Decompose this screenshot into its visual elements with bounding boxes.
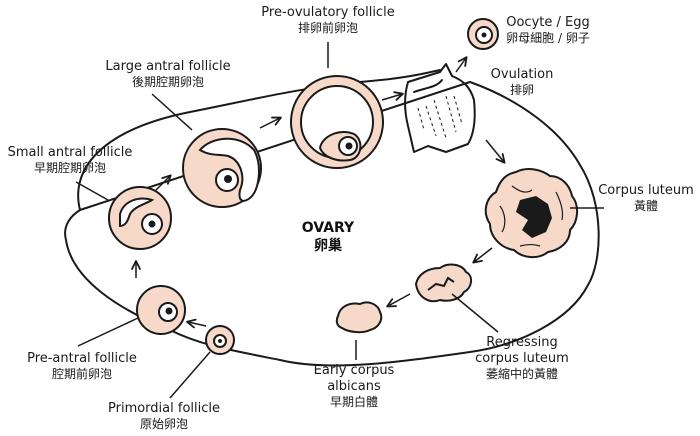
label-oocyte-cn: 卵母細胞 / 卵子 xyxy=(506,31,590,45)
arrow-largeantral-to-preovulatory xyxy=(259,116,282,129)
primordial-follicle xyxy=(205,325,235,355)
ovary-title-cn: 卵巢 xyxy=(314,237,343,254)
label-pre-ovulatory-cn: 排卵前卵泡 xyxy=(298,20,358,35)
label-ovulation-cn: 排卵 xyxy=(510,83,534,97)
leader-lines xyxy=(75,42,604,399)
progression-arrows xyxy=(131,56,506,329)
label-large-antral-cn: 後期腔期卵泡 xyxy=(132,74,204,89)
label-large-antral-en: Large antral follicle xyxy=(105,59,230,74)
label-regressing-en1: Regressing xyxy=(486,335,557,350)
label-corpus-luteum-cn: 黃體 xyxy=(634,199,658,213)
large-antral-follicle xyxy=(182,128,262,208)
label-small-antral-en: Small antral follicle xyxy=(8,145,133,160)
regressing-corpus-luteum xyxy=(414,263,472,303)
label-pre-ovulatory-en: Pre-ovulatory follicle xyxy=(261,5,394,20)
arrow-corpusluteum-to-regressing xyxy=(472,247,493,264)
oocyte-egg xyxy=(467,18,499,50)
arrow-regressing-to-albicans xyxy=(386,293,411,308)
label-small-antral-cn: 早期腔期卵泡 xyxy=(34,160,106,175)
small-antral-follicle xyxy=(108,186,172,250)
label-corpus-luteum-en: Corpus luteum xyxy=(598,183,694,198)
arrow-preovulatory-to-ovulation xyxy=(381,91,404,101)
ovulation-rupture xyxy=(404,63,476,153)
label-pre-antral-cn: 腔期前卵泡 xyxy=(52,366,112,381)
arrow-primordial-to-preantral xyxy=(186,318,207,329)
ovary-outline xyxy=(64,69,600,367)
label-primordial-cn: 原始卵泡 xyxy=(140,417,188,431)
ovary-title-en: OVARY xyxy=(302,220,355,236)
label-regressing-en2: corpus luteum xyxy=(475,351,569,366)
corpus-luteum xyxy=(484,168,578,258)
arrow-ovulation-to-oocyte xyxy=(455,56,468,73)
label-early-albicans-cn: 早期白體 xyxy=(330,394,378,409)
early-corpus-albicans xyxy=(335,301,383,334)
label-oocyte-en: Oocyte / Egg xyxy=(506,15,589,30)
arrow-ovulation-to-corpusluteum xyxy=(485,139,506,164)
label-regressing-cn: 萎縮中的黃體 xyxy=(486,366,558,381)
label-early-albicans-en1: Early corpus xyxy=(314,363,395,378)
label-pre-antral-en: Pre-antral follicle xyxy=(27,351,137,366)
arrow-smallantral-to-largeantral xyxy=(155,174,172,191)
pre-ovulatory-follicle xyxy=(290,75,384,169)
label-ovulation-en: Ovulation xyxy=(491,67,554,82)
label-primordial-en: Primordial follicle xyxy=(108,401,220,416)
label-early-albicans-en2: albicans xyxy=(327,379,381,394)
pre-antral-follicle xyxy=(136,285,186,335)
